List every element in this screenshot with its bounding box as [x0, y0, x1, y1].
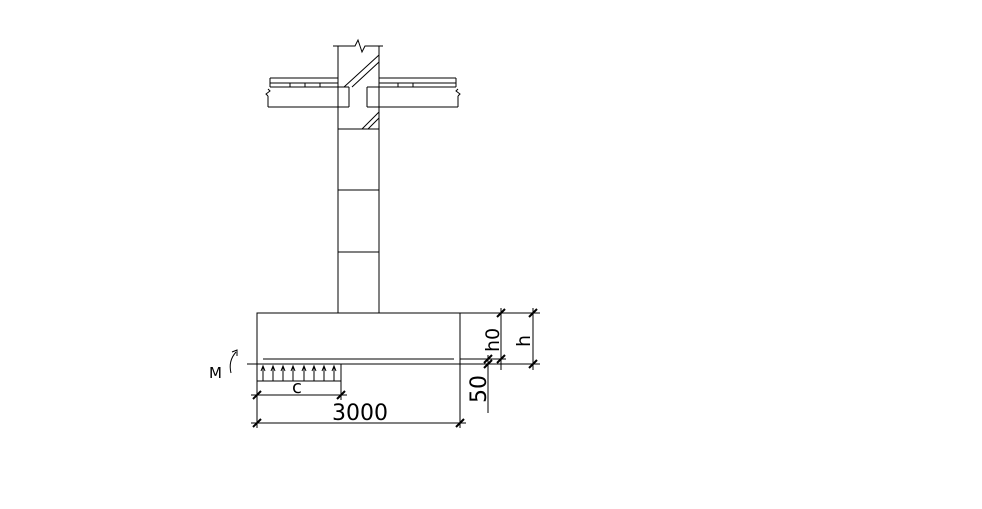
moment-arc	[229, 351, 237, 374]
c-label: c	[292, 377, 302, 398]
dimension-h0: h0	[460, 308, 510, 370]
break-line	[333, 38, 383, 54]
moment-label: M	[209, 364, 222, 382]
pressure-arrow-head-2	[270, 364, 276, 372]
dimension-h: h	[490, 308, 540, 370]
pressure-arrow-head-3	[280, 364, 286, 372]
column	[333, 38, 383, 313]
pressure-arrow-head-4	[290, 364, 296, 372]
dimension-c: c	[251, 364, 347, 400]
left-break	[265, 88, 271, 97]
cover-label: 50	[467, 375, 492, 403]
hatch-upper-2	[351, 61, 380, 88]
h-label: h	[513, 335, 535, 347]
right-break	[455, 88, 461, 97]
pressure-arrow-head-1	[260, 364, 266, 372]
pressure-arrow-head-7	[321, 364, 327, 372]
moment-arrow-head	[231, 349, 238, 356]
width-label: 3000	[332, 401, 388, 426]
hatch-lower-2	[367, 117, 380, 130]
dimension-width: 3000	[251, 364, 466, 428]
left-slab	[265, 77, 350, 108]
right-slab	[366, 77, 461, 108]
hatch-upper-1	[343, 54, 380, 88]
moment-symbol: M	[209, 349, 238, 382]
soil-pressure	[257, 364, 342, 382]
hatch-lower-1	[361, 111, 380, 130]
pressure-arrow-head-5	[301, 364, 307, 372]
pressure-arrow-head-6	[311, 364, 317, 372]
dimension-cover: 50	[467, 354, 493, 413]
pressure-arrow-head-8	[331, 364, 337, 372]
footing	[247, 312, 490, 365]
h0-label: h0	[482, 328, 504, 352]
